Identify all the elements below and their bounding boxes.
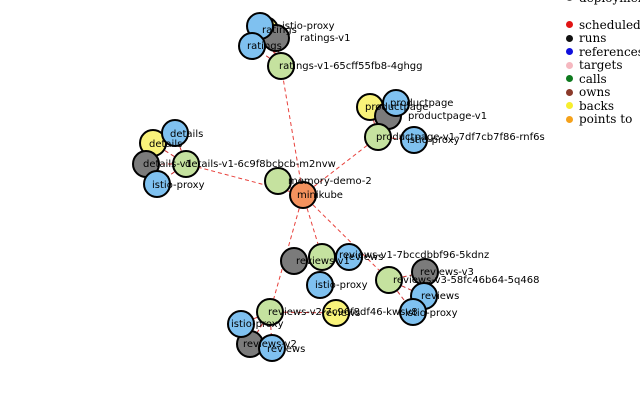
legend-items: scheduled onrunsreferencestargetscallsow… (566, 18, 640, 126)
legend-item-partial: deployment (566, 0, 640, 5)
legend-item-references: references (566, 45, 640, 59)
edge-backs (369, 106, 379, 138)
deployment-label: reviews-v2 (243, 339, 297, 350)
container-node[interactable] (399, 298, 427, 326)
container-label: istio-proxy (282, 21, 335, 32)
namespace-node[interactable] (264, 167, 292, 195)
pod-label: productpage-v1-7df7cb7f86-rnf6s (376, 132, 545, 143)
pod-label: reviews-v3-58fc46b64-5q468 (393, 275, 539, 286)
container-node[interactable] (238, 32, 266, 60)
container-label: istio-proxy (152, 180, 205, 191)
legend-label: scheduled on (579, 17, 640, 32)
container-label: reviews (267, 344, 305, 355)
container-label: ratings (247, 41, 282, 52)
service-label: details (149, 139, 182, 150)
container-node[interactable] (143, 170, 171, 198)
cluster-label: minikube (297, 190, 343, 201)
cluster-node[interactable] (289, 181, 317, 209)
legend-label: deployment (579, 0, 640, 5)
pod-label: ratings-v1-65cff55fb8-4ghgg (279, 61, 422, 72)
legend: deployment scheduled onrunsreferencestar… (566, 0, 640, 126)
pod-node[interactable] (308, 243, 336, 271)
pod-label: reviews-v2-7c96f8df46-kwsv8 (268, 307, 418, 318)
legend-dot-icon (566, 0, 573, 2)
service-label: ratings (262, 25, 297, 36)
pod-node[interactable] (267, 52, 295, 80)
deployment-label: reviews-v1 (296, 256, 350, 267)
legend-label: targets (579, 58, 623, 73)
container-label: istio-proxy (405, 308, 458, 319)
legend-item-targets: targets (566, 58, 640, 73)
edge-runs (240, 311, 271, 325)
legend-item-scheduled-on: scheduled on (566, 18, 640, 32)
legend-label: runs (579, 31, 607, 46)
container-node[interactable] (306, 271, 334, 299)
legend-label: points to (579, 112, 633, 127)
pod-node[interactable] (256, 298, 284, 326)
pod-label: reviews-v1-7bccdbbf96-5kdnz (339, 250, 489, 261)
container-label: istio-proxy (407, 135, 460, 146)
deployment-label: ratings-v1 (300, 33, 350, 44)
legend-dot-icon (566, 48, 573, 56)
deployment-label: details-v1 (143, 159, 192, 170)
legend-dot-icon (566, 102, 573, 110)
legend-item-backs: backs (566, 99, 640, 113)
container-node[interactable] (161, 119, 189, 147)
legend-item-runs: runs (566, 31, 640, 46)
legend-label: owns (579, 85, 611, 100)
deployment-label: reviews-v3 (420, 267, 474, 278)
legend-dot-icon (566, 61, 573, 69)
nodes-layer (132, 12, 439, 362)
legend-item-owns: owns (566, 85, 640, 100)
legend-label: calls (579, 71, 607, 86)
legend-dot-icon (566, 88, 573, 96)
container-node[interactable] (227, 310, 255, 338)
container-label: details (170, 129, 203, 140)
legend-spacer (566, 5, 640, 19)
container-label: istio-proxy (315, 280, 368, 291)
pod-label: details-v1-6c9f8bcbcb-m2nvw (185, 159, 336, 170)
legend-dot-icon (566, 21, 573, 29)
pod-node[interactable] (375, 266, 403, 294)
deployment-label: productpage-v1 (408, 111, 487, 122)
service-label: productpage (365, 102, 428, 113)
legend-dot-icon (566, 115, 573, 123)
service-label: reviews (322, 308, 360, 319)
legend-label: references (579, 44, 640, 59)
legend-label: backs (579, 98, 614, 113)
edge-scheduled (302, 194, 390, 281)
edge-scheduled (185, 163, 304, 196)
container-label: reviews (421, 291, 459, 302)
container-label: productpage (390, 98, 453, 109)
edge-scheduled (269, 194, 304, 313)
container-node[interactable] (382, 89, 410, 117)
legend-item-calls: calls (566, 72, 640, 86)
container-label: istio-proxy (231, 319, 284, 330)
container-node[interactable] (258, 334, 286, 362)
labels-layer: minikubememory-demo-2istio-proxyratingsr… (143, 21, 545, 355)
service-node[interactable] (322, 299, 350, 327)
legend-dot-icon (566, 75, 573, 83)
pod-node[interactable] (172, 150, 200, 178)
edge-scheduled (280, 65, 304, 196)
edge-scheduled (302, 136, 379, 196)
container-node[interactable] (400, 126, 428, 154)
deployment-node[interactable] (280, 247, 308, 275)
namespace-label: memory-demo-2 (288, 176, 372, 187)
legend-dot-icon (566, 34, 573, 42)
legend-item-points-to: points to (566, 112, 640, 127)
edge-runs (174, 132, 187, 165)
pod-node[interactable] (364, 123, 392, 151)
container-label: reviews (345, 252, 383, 263)
